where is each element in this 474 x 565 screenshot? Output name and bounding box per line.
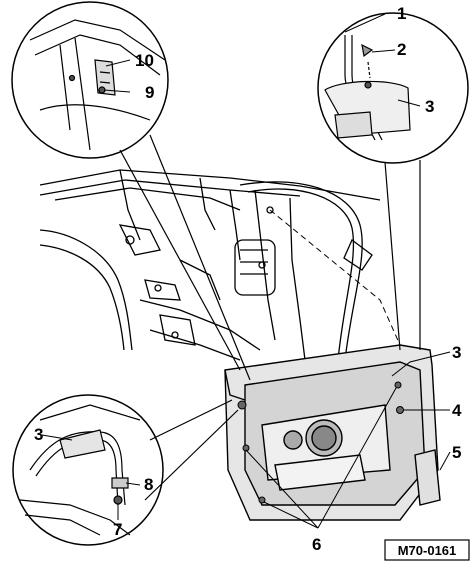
- seat-belt-strap: [239, 181, 373, 361]
- callout-7: 7: [113, 520, 122, 539]
- callout-1: 1: [397, 4, 406, 23]
- callout-leader-lines: [41, 13, 451, 529]
- callout-3-right: 3: [452, 343, 461, 362]
- alignment-dashed-line: [269, 209, 401, 346]
- callout-6: 6: [312, 535, 321, 554]
- rear-side-trim-panel: [224, 344, 441, 521]
- callout-9: 9: [145, 83, 154, 102]
- trim-panel-clips: [237, 381, 404, 504]
- detail-circle-upper-right: [317, 12, 469, 164]
- reference-code: M70-0161: [398, 543, 457, 558]
- callout-4: 4: [452, 401, 462, 420]
- reference-code-box: M70-0161: [384, 539, 470, 561]
- callout-3-top: 3: [425, 97, 434, 116]
- callout-10: 10: [135, 51, 154, 70]
- callout-8: 8: [144, 475, 153, 494]
- callout-labels: 1 2 3 10 9 3 4 5 6 3 8 7: [34, 4, 462, 554]
- callout-5: 5: [452, 443, 461, 462]
- detail-circle-upper-left: [11, 1, 169, 159]
- detail-circle-lower-left: [12, 394, 164, 546]
- callout-3-left: 3: [34, 425, 43, 444]
- detail-leader-lines: [119, 134, 421, 501]
- callout-2: 2: [397, 40, 406, 59]
- vehicle-body-structure: [39, 169, 381, 361]
